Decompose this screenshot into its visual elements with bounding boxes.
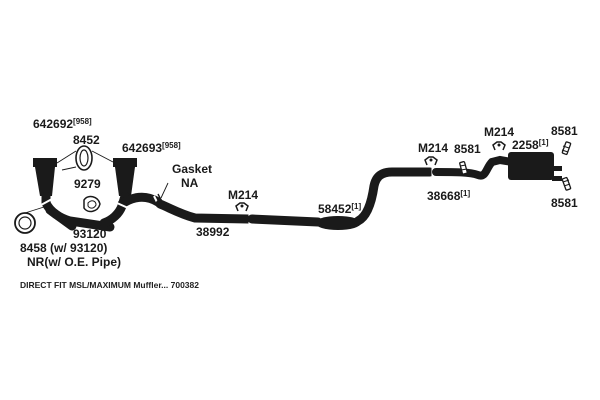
- label-38668: 38668[1]: [427, 189, 470, 203]
- label-93120: 93120: [73, 227, 107, 241]
- label-8458: 8458 (w/ 93120): [20, 241, 107, 255]
- gasket-8452: [56, 145, 114, 171]
- clamp-band-left: [40, 198, 53, 206]
- label-m214-left: M214: [228, 188, 258, 202]
- label-9279: 9279: [74, 177, 101, 191]
- gasket-8458: [14, 206, 45, 234]
- label-8581-left: 8581: [454, 142, 481, 156]
- y-pipe-assembly: [33, 158, 163, 232]
- label-58452: 58452[1]: [318, 202, 361, 216]
- lower-crossover-pipe: [45, 205, 77, 231]
- gasket-9279: [83, 195, 101, 213]
- label-m214-right: M214: [484, 125, 514, 139]
- label-642692: 642692[958]: [33, 117, 92, 131]
- label-642693: 642693[958]: [122, 141, 181, 155]
- right-flange: [113, 158, 137, 167]
- left-flange: [33, 158, 57, 167]
- label-m214-mid: M214: [418, 141, 448, 155]
- muffler-2258: [508, 152, 562, 181]
- hanger-m214-mid: [424, 156, 438, 166]
- diagram-caption: DIRECT FIT MSL/MAXIMUM Muffler... 700382: [20, 280, 199, 290]
- clamp-band-right: [116, 202, 129, 209]
- label-38992: 38992: [196, 225, 230, 239]
- label-gasket: Gasket: [172, 162, 212, 176]
- intermediate-pipe-38992: [155, 199, 253, 224]
- hanger-8581-left: [459, 161, 468, 175]
- hanger-m214-left: [235, 202, 249, 212]
- resonator-body: [315, 216, 361, 230]
- label-nr-oe-pipe: NR(w/ O.E. Pipe): [27, 255, 121, 269]
- hanger-8581-bottom: [561, 176, 572, 191]
- label-8581-top: 8581: [551, 124, 578, 138]
- label-2258: 2258[1]: [512, 138, 549, 152]
- right-converter: [115, 167, 135, 196]
- hanger-8581-top: [561, 141, 572, 156]
- rear-pipe-38668: [432, 155, 516, 180]
- label-gasket-na: NA: [181, 176, 199, 190]
- left-converter: [35, 167, 55, 196]
- y-pipe-outlet: [117, 192, 163, 209]
- hanger-m214-right: [492, 141, 506, 151]
- label-8452: 8452: [73, 133, 100, 147]
- label-8581-bottom: 8581: [551, 196, 578, 210]
- resonator-assembly-58452: [247, 167, 435, 230]
